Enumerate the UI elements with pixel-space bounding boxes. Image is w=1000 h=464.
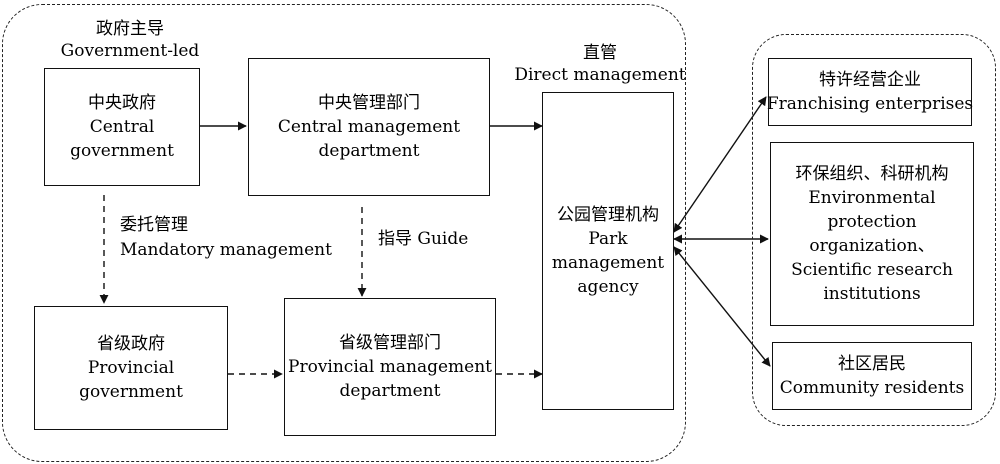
central-dept-en-2: department bbox=[318, 141, 420, 161]
community-cn: 社区居民 bbox=[838, 354, 906, 374]
direct-management-label: 直管 Direct management bbox=[514, 42, 686, 86]
environmental-research-box: 环保组织、科研机构 Environmental protection organ… bbox=[770, 142, 974, 326]
environmental-en-2: protection bbox=[827, 212, 917, 232]
direct-management-label-cn: 直管 bbox=[583, 43, 617, 63]
park-agency-en-1: Park bbox=[588, 229, 628, 249]
central-dept-en-1: Central management bbox=[277, 117, 461, 137]
franchising-cn: 特许经营企业 bbox=[819, 70, 921, 90]
government-led-region bbox=[2, 4, 686, 462]
park-agency-en-2: management bbox=[551, 253, 665, 273]
environmental-en-3: organization、 bbox=[809, 236, 935, 256]
park-management-agency-box: 公园管理机构 Park management agency bbox=[542, 92, 674, 410]
environmental-en-4: Scientific research bbox=[791, 260, 953, 280]
mandatory-management-label-cn: 委托管理 bbox=[120, 215, 188, 235]
franchising-enterprises-box: 特许经营企业 Franchising enterprises bbox=[766, 58, 974, 126]
government-led-label-en: Government-led bbox=[60, 41, 200, 61]
provincial-management-department-box: 省级管理部门 Provincial management department bbox=[284, 298, 496, 436]
provincial-dept-cn: 省级管理部门 bbox=[339, 333, 441, 353]
government-led-label: 政府主导 Government-led bbox=[50, 18, 210, 62]
arrow-park-franchising bbox=[673, 96, 767, 233]
central-government-en-2: government bbox=[70, 141, 174, 161]
franchising-en: Franchising enterprises bbox=[766, 94, 974, 114]
park-agency-cn: 公园管理机构 bbox=[557, 205, 659, 225]
stakeholders-region bbox=[752, 34, 996, 426]
provincial-government-en-1: Provincial bbox=[87, 358, 175, 378]
arrow-park-community bbox=[673, 246, 771, 367]
central-dept-cn: 中央管理部门 bbox=[318, 93, 420, 113]
central-management-department-box: 中央管理部门 Central management department bbox=[248, 58, 490, 196]
environmental-en-5: institutions bbox=[823, 284, 921, 304]
provincial-government-en-2: government bbox=[79, 382, 183, 402]
mandatory-management-label: 委托管理 Mandatory management bbox=[120, 214, 332, 261]
central-government-cn: 中央政府 bbox=[88, 93, 156, 113]
community-en: Community residents bbox=[779, 378, 965, 398]
environmental-en-1: Environmental bbox=[808, 188, 936, 208]
guide-label: 指导 Guide bbox=[378, 228, 468, 250]
central-government-box: 中央政府 Central government bbox=[44, 68, 200, 186]
provincial-government-cn: 省级政府 bbox=[97, 334, 165, 354]
provincial-dept-en-1: Provincial management bbox=[288, 357, 492, 377]
provincial-government-box: 省级政府 Provincial government bbox=[34, 306, 228, 430]
central-government-en-1: Central bbox=[89, 117, 155, 137]
environmental-cn: 环保组织、科研机构 bbox=[795, 164, 949, 184]
direct-management-label-en: Direct management bbox=[514, 65, 686, 85]
community-residents-box: 社区居民 Community residents bbox=[772, 342, 972, 410]
government-led-label-cn: 政府主导 bbox=[96, 19, 164, 39]
guide-label-text: 指导 Guide bbox=[378, 229, 469, 249]
mandatory-management-label-en: Mandatory management bbox=[120, 240, 332, 260]
provincial-dept-en-2: department bbox=[339, 381, 441, 401]
park-agency-en-3: agency bbox=[577, 277, 639, 297]
